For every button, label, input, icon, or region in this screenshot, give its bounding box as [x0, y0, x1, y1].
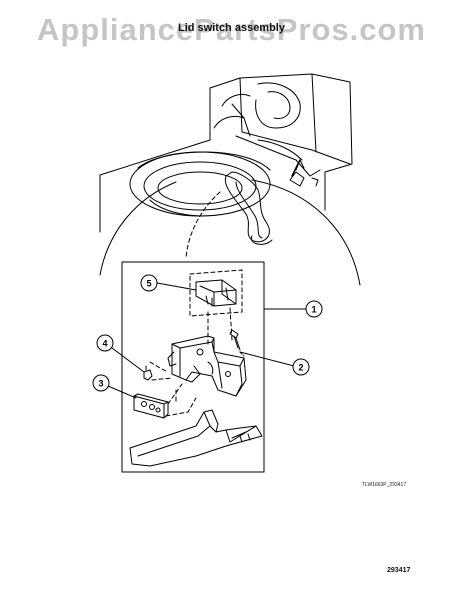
drawing-reference: TLW1663P_293417: [362, 482, 407, 488]
diagram-title: Lid switch assembly: [178, 22, 285, 34]
callout-4-label: 4: [102, 339, 107, 349]
lid-switch-part: [195, 279, 237, 307]
washer-cabinet-drawing: [99, 73, 353, 233]
dashed-leader-top: [185, 191, 221, 259]
switch-bracket-part: [167, 335, 247, 397]
callout-2-label: 2: [298, 363, 303, 373]
screw-part: [229, 329, 241, 351]
detail-box-frame: [121, 261, 265, 473]
callout-1: [305, 300, 323, 318]
callout-5-label: 5: [146, 279, 151, 289]
leader-4: [111, 347, 145, 373]
callout-5: [140, 274, 158, 292]
actuator-arm-part: [129, 409, 263, 467]
callout-3: [92, 374, 110, 392]
detail-loop: [224, 171, 270, 243]
callout-3-label: 3: [98, 379, 103, 389]
pin-part: [143, 365, 153, 381]
leader-3: [107, 385, 137, 399]
callout-2: [292, 358, 310, 376]
page-reference: 293417: [387, 567, 411, 574]
mount-plate-part: [133, 393, 169, 419]
leader-5: [156, 282, 197, 291]
magnification-arc: [99, 179, 361, 286]
callout-4: [96, 334, 114, 352]
callout-1-label: 1: [311, 305, 316, 315]
dashed-switch-guide: [189, 269, 243, 317]
watermark-text: AppliancePartsPros.com: [37, 12, 426, 47]
leader-2: [239, 351, 295, 367]
